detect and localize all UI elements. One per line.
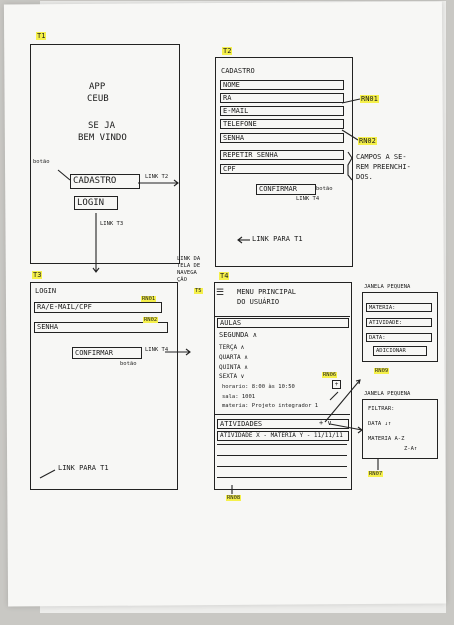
t4-atividade-row[interactable]: ATIVIDADE X - MATERIA Y - 11/11/11	[217, 431, 349, 441]
t1-botao-note: botão	[33, 159, 50, 165]
t2-link-t4: LINK T4	[296, 196, 320, 202]
t1-app-label: APP	[89, 82, 106, 92]
janela2-za-sort[interactable]: Z-A↑	[404, 446, 418, 452]
t4-day-quinta[interactable]: QUINTA ∧	[219, 364, 248, 371]
t5-tag: T5	[194, 288, 203, 294]
t1-link-t3: LINK T3	[100, 221, 124, 227]
janela2-rn07: RN07	[368, 471, 384, 477]
t2-field-senha[interactable]: SENHA	[220, 133, 344, 143]
t4-title: MENU PRINCIPAL	[237, 288, 297, 296]
t4-divider-2	[214, 414, 350, 415]
t3-screen-frame	[30, 282, 178, 490]
t4-screen-frame	[214, 282, 352, 490]
t3-rn01: RN01	[141, 296, 157, 302]
t2-tag: T2	[222, 47, 233, 55]
t4-day-terca[interactable]: TERÇA ∧	[219, 344, 245, 351]
t1-tag: T1	[36, 32, 47, 40]
t4-row-line-3	[217, 466, 347, 467]
t2-note: CAMPOS A SE- REM PREENCHI- DOS.	[356, 153, 411, 181]
t2-botao-note: botão	[316, 186, 333, 192]
t2-field-ra[interactable]: RA	[220, 93, 344, 103]
t4-row-line-2	[217, 455, 347, 456]
t1-bemvindo-label: BEM VINDO	[78, 133, 127, 143]
t4-subtitle: DO USUÁRIO	[237, 298, 280, 306]
t1-cadastro-button[interactable]: CADASTRO	[70, 174, 140, 189]
t3-link-t1: LINK PARA T1	[58, 464, 109, 472]
t2-field-nome[interactable]: NOME	[220, 80, 344, 90]
t2-field-repetir-senha[interactable]: REPETIR SENHA	[220, 150, 344, 160]
t2-confirmar-button[interactable]: CONFIRMAR	[256, 184, 316, 195]
t1-ceub-label: CEUB	[87, 94, 109, 104]
t4-horario: horario: 8:00 às 10:50	[222, 384, 295, 390]
t4-aulas-header[interactable]: AULAS	[217, 318, 349, 328]
t4-row-line-4	[217, 477, 347, 478]
t1-login-button[interactable]: LOGIN	[74, 196, 118, 210]
janela1-frame	[362, 292, 438, 362]
janela2-frame	[362, 399, 438, 459]
t4-divider	[214, 316, 350, 317]
t3-confirmar-button[interactable]: CONFIRMAR	[72, 347, 142, 359]
t4-rn06: RN06	[322, 372, 338, 378]
t3-botao-note: botão	[120, 361, 137, 367]
janela1-adicionar-button[interactable]: ADICIONAR	[373, 346, 427, 356]
t2-field-email[interactable]: E-MAIL	[220, 106, 344, 116]
t4-day-segunda[interactable]: SEGUNDA ∧	[219, 331, 257, 339]
t1-seja-label: SE JA	[88, 121, 116, 131]
t4-rn09: RN09	[374, 368, 390, 374]
t2-rn02: RN02	[358, 137, 377, 145]
t4-materia: materia: Projeto integrador 1	[222, 403, 319, 409]
t4-atividades-add-icon[interactable]: + ∨	[319, 419, 332, 427]
t4-menu-icon[interactable]: ☰	[216, 288, 225, 298]
t2-field-telefone[interactable]: TELEFONE	[220, 119, 344, 129]
t1-link-t2: LINK T2	[145, 174, 169, 180]
janela1-title: JANELA PEQUENA	[364, 284, 411, 290]
t4-rn08: RN08	[226, 495, 242, 501]
janela2-materia-sort[interactable]: MATERIA A-Z	[368, 436, 405, 442]
t3-field-senha[interactable]: SENHA	[34, 322, 168, 333]
t3-tag: T3	[32, 271, 43, 279]
side-link-note: LINK DA TELA DE NAVEGA ÇÃO	[177, 256, 201, 283]
t4-atividades-header[interactable]: ATIVIDADES	[217, 419, 349, 429]
t4-row-line-1	[217, 444, 347, 445]
t2-link-t1: LINK PARA T1	[252, 235, 303, 243]
t4-day-quarta[interactable]: QUARTA ∧	[219, 354, 248, 361]
t4-add-icon[interactable]: +	[332, 380, 341, 389]
janela1-field-atividade[interactable]: ATIVIDADE:	[366, 318, 432, 327]
t2-screen-frame	[215, 57, 353, 267]
janela1-field-data[interactable]: DATA:	[366, 333, 432, 342]
janela2-data-sort[interactable]: DATA ↓↑	[368, 421, 392, 427]
t2-rn01: RN01	[360, 95, 379, 103]
janela2-filtrar: FILTRAR:	[368, 406, 395, 412]
t3-title: LOGIN	[35, 287, 57, 295]
janela2-title: JANELA PEQUENA	[364, 391, 411, 397]
t2-title: CADASTRO	[221, 67, 255, 75]
t4-day-sexta[interactable]: SEXTA ∨	[219, 373, 245, 380]
t4-sala: sala: 1001	[222, 394, 256, 400]
t1-screen-frame	[30, 44, 180, 264]
janela1-field-materia[interactable]: MATERIA:	[366, 303, 432, 312]
t2-field-cpf[interactable]: CPF	[220, 164, 344, 174]
t4-tag: T4	[219, 272, 230, 280]
t3-link-t4: LINK T4	[145, 347, 169, 353]
t3-field-login[interactable]: RA/E-MAIL/CPF	[34, 302, 162, 313]
t3-rn02: RN02	[143, 317, 159, 323]
